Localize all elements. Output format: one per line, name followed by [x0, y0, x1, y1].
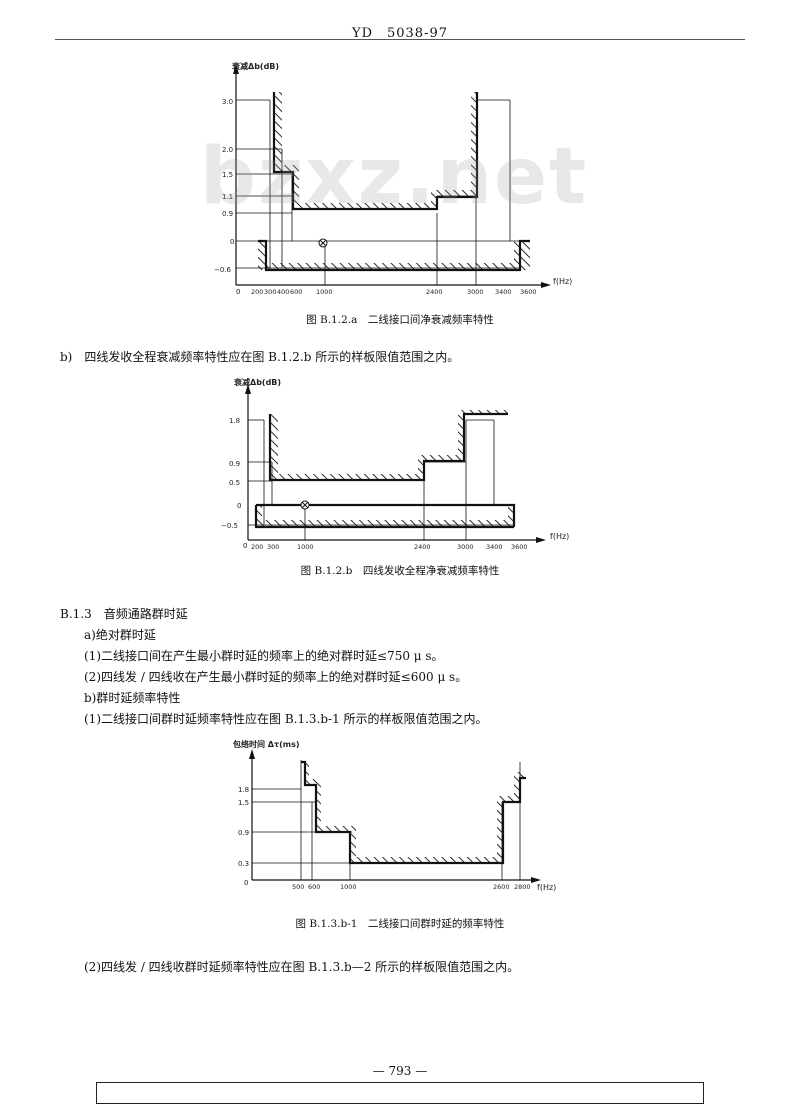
fig-c-origin: 0	[244, 879, 248, 887]
fig-a-ytick: 3.0	[222, 98, 233, 106]
fig-b-xtick: 3000	[457, 543, 474, 551]
para-b1: (1)二线接口间群时延频率特性应在图 B.1.3.b-1 所示的样板限值范围之内…	[84, 712, 488, 726]
fig-b-xtick: 2400	[414, 543, 431, 551]
fig-c-xtick: 1000	[340, 883, 357, 891]
fig-a-caption: 图 B.1.2.a 二线接口间净衰减频率特性	[306, 314, 494, 326]
fig-a-origin: 0	[236, 288, 240, 296]
fig-b-ylabel: 衰减Δb(dB)	[233, 377, 281, 387]
bottom-frame	[96, 1082, 704, 1104]
fig-a-ytick: 2.0	[222, 146, 233, 154]
fig-c-xlabel: f(Hz)	[537, 883, 556, 892]
fig-c-ylabel: 包络时间 Δτ(ms)	[232, 739, 300, 749]
fig-a-xtick: 1000	[316, 288, 333, 296]
header-rule	[55, 39, 745, 40]
fig-a-xtick: 2400	[426, 288, 443, 296]
fig-a-xtick: 300	[264, 288, 276, 296]
fig-b-xtick: 3600	[511, 543, 528, 551]
para-a-abs: a)绝对群时延	[84, 628, 156, 642]
fig-a-xtick: 3000	[467, 288, 484, 296]
page-header: YD 5038-97	[351, 26, 449, 41]
fig-a-ylabel: 衰减Δb(dB)	[231, 61, 279, 71]
watermark: bzxz.net	[200, 132, 589, 222]
para-b2: (2)四线发 / 四线收群时延频率特性应在图 B.1.3.b—2 所示的样板限值…	[84, 960, 520, 974]
fig-a-xtick: 600	[290, 288, 302, 296]
fig-c-ytick: 1.8	[238, 786, 249, 794]
fig-b-origin: 0	[243, 542, 247, 550]
fig-a-xtick: 3600	[520, 288, 537, 296]
para-b: b) 四线发收全程衰减频率特性应在图 B.1.2.b 所示的样板限值范围之内。	[60, 350, 460, 364]
fig-c-xtick: 500	[292, 883, 304, 891]
fig-a-xtick: 200	[251, 288, 263, 296]
fig-b-ytick: 0	[237, 502, 241, 510]
fig-b-caption: 图 B.1.2.b 四线发收全程净衰减频率特性	[300, 565, 500, 577]
fig-c-ytick: 0.3	[238, 860, 249, 868]
fig-b-xtick: 1000	[297, 543, 314, 551]
para-2: (2)四线发 / 四线收在产生最小群时延的频率上的绝对群时延≤600 μ s。	[84, 670, 468, 684]
fig-b-xtick: 300	[267, 543, 279, 551]
para-b13: B.1.3 音频通路群时延	[60, 607, 188, 621]
fig-a-xtick: 3400	[495, 288, 512, 296]
fig-a-ytick: 1.1	[222, 193, 233, 201]
fig-c-ytick: 0.9	[238, 829, 249, 837]
page-number: — 793 —	[372, 1064, 428, 1078]
fig-a-ytick: 0	[230, 238, 234, 246]
fig-b-ytick: 0.9	[229, 460, 240, 468]
fig-c-ytick: 1.5	[238, 799, 249, 807]
fig-b-ytick: 0.5	[229, 479, 240, 487]
figure-b-1-3-b-1: 包络时间 Δτ(ms) f(Hz) 0 1.8 1.5 0.9 0.3 500 …	[232, 739, 556, 892]
fig-b-xtick: 3400	[486, 543, 503, 551]
fig-c-xtick: 2600	[493, 883, 510, 891]
figure-b-1-2-b: 衰减Δb(dB) f(Hz) 0 1.8 0.9 0.5 0 −0.5	[221, 377, 569, 551]
fig-a-xtick: 400	[277, 288, 289, 296]
fig-c-xtick: 2800	[514, 883, 531, 891]
fig-c-caption: 图 B.1.3.b-1 二线接口间群时延的频率特性	[295, 918, 505, 930]
fig-b-ytick: −0.5	[221, 522, 238, 530]
fig-b-xtick: 200	[251, 543, 263, 551]
fig-b-xlabel: f(Hz)	[550, 532, 569, 541]
para-1: (1)二线接口间在产生最小群时延的频率上的绝对群时延≤750 μ s。	[84, 649, 444, 663]
fig-a-ytick: −0.6	[214, 266, 232, 274]
fig-a-ytick: 0.9	[222, 210, 233, 218]
fig-c-xtick: 600	[308, 883, 320, 891]
figure-b-1-2-a: 衰减Δb(dB) f(Hz) 0 3.0 2.0 1.5 1.1 0.9 0 −…	[214, 61, 572, 296]
fig-a-ytick: 1.5	[222, 171, 233, 179]
para-b-freq: b)群时延频率特性	[84, 691, 181, 705]
fig-b-ytick: 1.8	[229, 417, 240, 425]
fig-a-xlabel: f(Hz)	[553, 277, 572, 286]
